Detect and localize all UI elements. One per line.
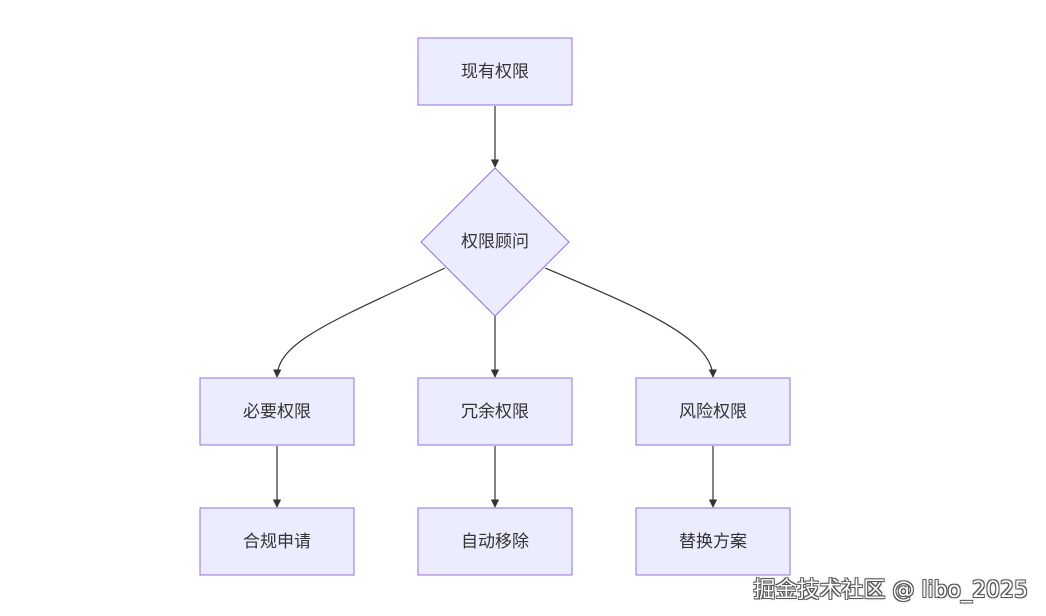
node-replacement-plan: 替换方案	[635, 507, 791, 576]
node-label: 权限顾问	[461, 232, 529, 252]
edge-advisor-to-necessary	[273, 267, 446, 378]
watermark: 掘金技术社区 @ libo_2025	[753, 578, 1028, 603]
node-auto-removal: 自动移除	[417, 507, 573, 576]
node-label: 合规申请	[243, 532, 311, 552]
node-risky-permissions: 风险权限	[635, 377, 791, 446]
node-necessary-permissions: 必要权限	[199, 377, 355, 446]
edge-advisor-to-risky	[544, 267, 717, 378]
node-label: 冗余权限	[461, 402, 529, 422]
node-existing-permissions: 现有权限	[417, 37, 573, 106]
node-permission-advisor-decision: 权限顾问	[420, 167, 570, 317]
node-compliance-application: 合规申请	[199, 507, 355, 576]
node-label: 替换方案	[679, 532, 747, 552]
node-label: 现有权限	[461, 62, 529, 82]
node-label: 必要权限	[243, 402, 311, 422]
node-label: 风险权限	[679, 402, 747, 422]
node-label: 自动移除	[461, 532, 529, 552]
node-redundant-permissions: 冗余权限	[417, 377, 573, 446]
